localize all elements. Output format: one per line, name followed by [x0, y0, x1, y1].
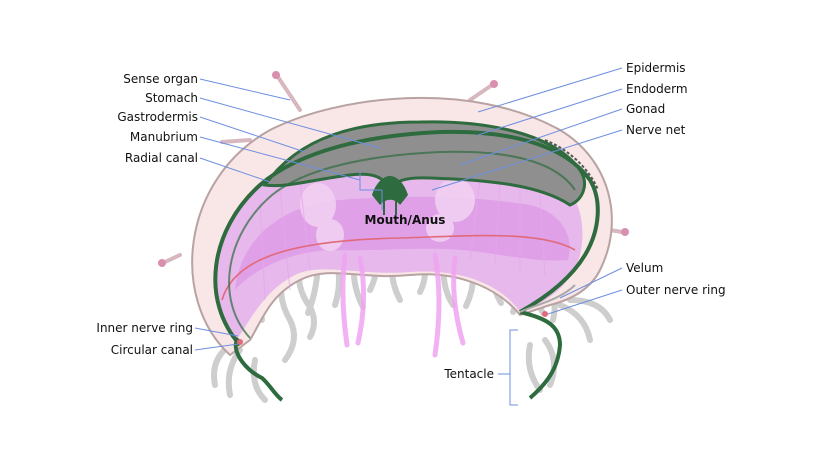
manubrium	[372, 176, 408, 205]
label-nerve-net: Nerve net	[626, 123, 686, 137]
gonads	[300, 178, 475, 251]
labels: Sense organ Stomach Gastrodermis Manubri…	[96, 61, 725, 381]
label-gastrodermis: Gastrodermis	[117, 110, 198, 124]
label-manubrium: Manubrium	[130, 130, 198, 144]
label-mouth-anus: Mouth/Anus	[365, 213, 446, 227]
label-stomach: Stomach	[145, 91, 198, 105]
sense-organ-spikes	[163, 75, 624, 264]
label-epidermis: Epidermis	[626, 61, 686, 75]
label-velum: Velum	[626, 261, 663, 275]
label-tentacle: Tentacle	[443, 367, 494, 381]
label-endoderm: Endoderm	[626, 82, 688, 96]
label-circular-canal: Circular canal	[111, 343, 193, 357]
label-radial-canal: Radial canal	[125, 151, 198, 165]
label-outer-nerve-ring: Outer nerve ring	[626, 283, 726, 297]
nerve-ring	[221, 234, 576, 301]
label-sense-organ: Sense organ	[123, 72, 198, 86]
label-inner-nerve-ring: Inner nerve ring	[96, 321, 193, 335]
stomach	[262, 120, 586, 207]
leader-lines	[194, 67, 623, 406]
label-gonad: Gonad	[626, 102, 665, 116]
gastrodermis	[213, 129, 600, 347]
